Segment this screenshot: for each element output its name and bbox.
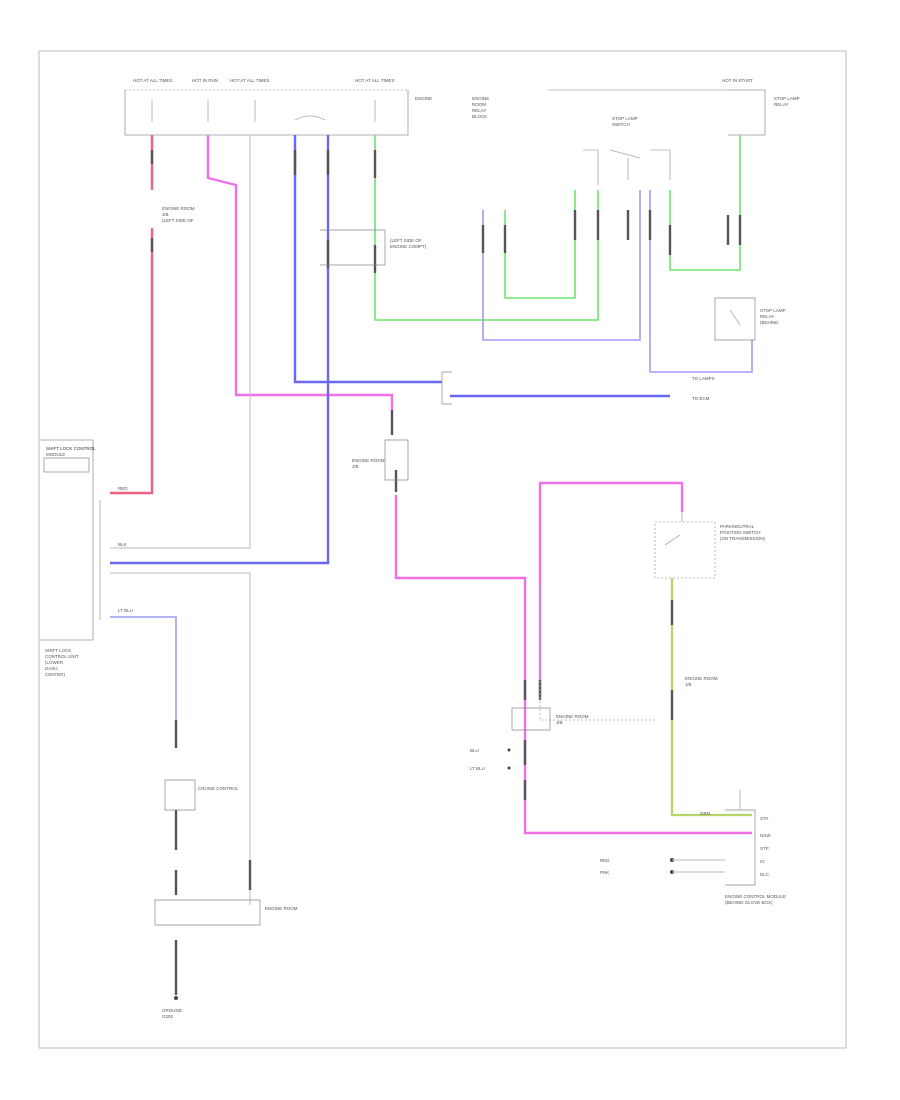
wire-blue-1	[293, 135, 442, 384]
left-module-title: SHIFT LOCK CONTROL	[46, 446, 96, 451]
wire-code-3: BLU	[470, 748, 479, 753]
stop-lamp-switch: STOP LAMP SWITCH	[583, 116, 671, 185]
wire-code-4: LT BLU	[470, 766, 485, 771]
stop-switch-caption-1: STOP LAMP	[612, 116, 638, 121]
wire-green-3	[669, 135, 741, 271]
wire-red	[110, 135, 154, 495]
junction-bottom-caption: ENGINE ROOM	[265, 906, 298, 911]
fuse-label-5: HOT IN START	[722, 78, 753, 83]
shift-lock-module: SHIFT LOCK CONTROL MODULE SHIFT LOCK CON…	[40, 439, 101, 677]
wire-gray	[110, 135, 251, 549]
ground-dot	[174, 996, 178, 1000]
junction-left-caption-2: J/B	[162, 212, 169, 217]
ground-label-2: G200	[162, 1014, 174, 1019]
wire-code-red: RED	[118, 486, 128, 491]
fuse-label-3: HOT AT ALL TIMES	[230, 78, 270, 83]
ecm-label-2: (BEHIND GLOVE BOX)	[725, 900, 773, 905]
ecm-pin-4: IG	[760, 859, 765, 864]
diagram-border	[38, 50, 847, 1049]
ground-label-1: GROUND	[162, 1008, 183, 1013]
wire-pink-2	[538, 481, 684, 695]
wire-green-1	[374, 135, 599, 321]
stop-lamp-relay: STOP LAMP RELAY (BEHIND	[714, 297, 786, 341]
left-caption-1: SHIFT LOCK	[45, 648, 71, 653]
junction-right-lower-2: J/B	[685, 682, 692, 687]
ecm-pin-1: STA	[760, 816, 768, 821]
relay-right-caption-2: RELAY	[774, 102, 788, 107]
connector-stub-pink	[390, 410, 542, 700]
fuse-block-caption: ENGINE	[415, 96, 432, 101]
ecm-connector: STA NSW STP IG DLC ENGINE CONTROL MODULE…	[725, 809, 786, 905]
neutral-switch-caption-2: POSITION SWITCH	[720, 530, 761, 535]
wire-code-2: PNK	[600, 870, 609, 875]
left-caption-3: (LOWER	[45, 660, 64, 665]
wire-code-1: RED	[600, 858, 610, 863]
junction-right-caption-4: BLOCK	[472, 114, 487, 119]
relay-caption-1: STOP LAMP	[760, 308, 786, 313]
fuse-label-4: HOT AT ALL TIMES	[355, 78, 395, 83]
stop-switch-caption-2: SWITCH	[612, 122, 630, 127]
left-caption-5: CENTER)	[45, 672, 66, 677]
neutral-switch-caption-3: (ON TRANSMISSION)	[720, 536, 766, 541]
neutral-switch-caption-1: PARK/NEUTRAL	[720, 524, 755, 529]
output-label-2: TO ECM	[692, 396, 710, 401]
junction-lower-caption-1: ENGINE ROOM	[556, 714, 589, 719]
junction-lower-caption-2: J/B	[556, 720, 563, 725]
junction-mid-caption-4: ENGINE COMPT)	[390, 244, 427, 249]
connector-stub-blue	[293, 150, 330, 268]
junction-right-caption-3: RELAY	[472, 108, 486, 113]
junction-mid-caption-2: J/B	[352, 464, 359, 469]
junction-mid-caption-1: ENGINE ROOM	[352, 458, 385, 463]
wire-code-grn: GRN	[700, 811, 710, 816]
junction-right-lower-1: ENGINE ROOM	[685, 676, 718, 681]
fuse-label-1: HOT AT ALL TIMES	[133, 78, 173, 83]
junction-left-caption-1: ENGINE ROOM	[162, 206, 195, 211]
wire-lightblue-3	[110, 616, 177, 720]
wire-blue-2	[110, 135, 330, 565]
wire-gray-2	[110, 572, 251, 905]
wire-lightblue-1	[482, 190, 641, 341]
connector-stub-green	[373, 150, 742, 273]
wire-yellowgreen	[670, 578, 752, 817]
junction-right-caption-2: ROOM	[472, 102, 486, 107]
left-module-sub: MODULE	[46, 452, 65, 457]
fuse-label-2: HOT IN RUN	[192, 78, 218, 83]
junction-left-caption-3: (LEFT SIDE OF	[162, 218, 194, 223]
relay-right-caption: STOP LAMP	[774, 96, 800, 101]
wire-lightblue-2	[649, 190, 753, 373]
fuse-block: HOT AT ALL TIMES HOT IN RUN HOT AT ALL T…	[124, 78, 432, 136]
left-caption-2: CONTROL UNIT	[45, 654, 79, 659]
ecm-pin-3: STP	[760, 846, 769, 851]
junction-right-caption-1: ENGINE	[472, 96, 489, 101]
ecm-pin-2: NSW	[760, 833, 771, 838]
relay-block-right: HOT IN START STOP LAMP RELAY	[548, 78, 800, 136]
connector-stub-lblue	[174, 210, 652, 748]
junction-mid-caption-3: (LEFT SIDE OF	[390, 238, 422, 243]
left-caption-4: DASH,	[45, 666, 59, 671]
wire-pink	[206, 135, 752, 835]
relay-caption-3: (BEHIND	[760, 320, 779, 325]
wire-code-gray: BLK	[118, 542, 127, 547]
ecm-label-1: ENGINE CONTROL MODULE	[725, 894, 786, 899]
park-neutral-switch: PARK/NEUTRAL POSITION SWITCH (ON TRANSMI…	[654, 512, 766, 579]
wire-code-lblue: LT BLU	[118, 608, 133, 613]
ecm-pin-5: DLC	[760, 872, 770, 877]
cruise-label: CRUISE CONTROL	[198, 786, 239, 791]
output-label-1: TO LAMPS	[692, 376, 715, 381]
wire-green-2	[504, 190, 576, 299]
relay-caption-2: RELAY	[760, 314, 774, 319]
